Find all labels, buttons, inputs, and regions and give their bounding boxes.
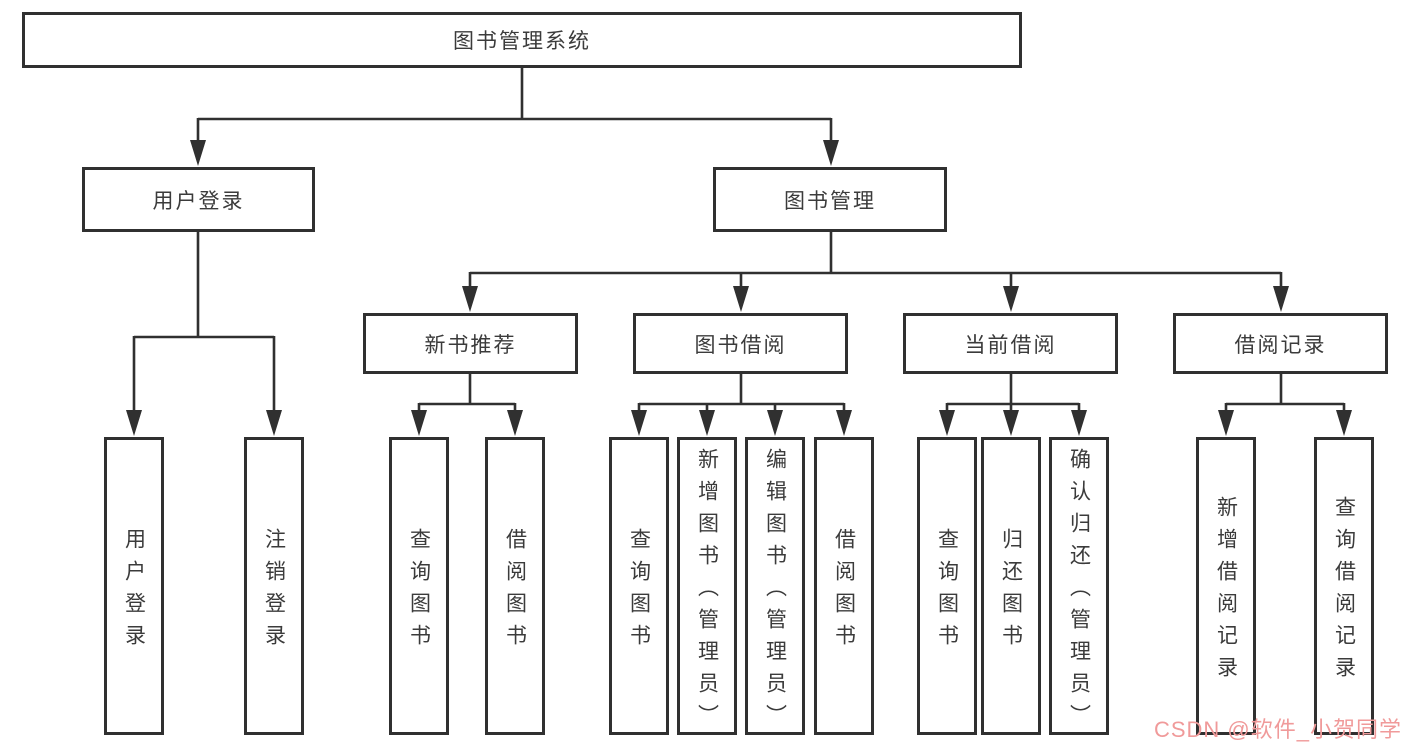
node-label: 图书管理 [784, 189, 876, 213]
leaf-add-book-admin: 新增图书（管理员） [677, 437, 737, 736]
leaf-confirm-return-admin: 确认归还（管理员） [1049, 437, 1109, 736]
leaf-label: 查询图书 [627, 527, 651, 656]
node-label: 用户登录 [152, 189, 245, 213]
node-label: 借阅记录 [1234, 333, 1327, 357]
leaf-query-books-current: 查询图书 [917, 437, 977, 735]
leaf-label: 借阅图书 [832, 527, 856, 656]
node-label: 图书管理系统 [453, 30, 591, 53]
node-book-management: 图书管理 [713, 167, 947, 232]
node-borrow-records: 借阅记录 [1173, 313, 1388, 374]
node-root-library-system: 图书管理系统 [22, 12, 1022, 68]
leaf-query-books-recommend: 查询图书 [389, 437, 449, 735]
leaf-label: 查询图书 [935, 527, 959, 656]
leaf-label: 查询图书 [407, 527, 431, 656]
leaf-label: 借阅图书 [503, 527, 527, 656]
watermark: CSDN @软件_小贺同学 [1153, 717, 1402, 742]
leaf-label: 用户登录 [122, 527, 146, 656]
leaf-edit-book-admin: 编辑图书（管理员） [745, 437, 805, 736]
node-user-login: 用户登录 [82, 167, 315, 232]
node-new-book-recommend: 新书推荐 [363, 313, 578, 374]
leaf-label: 编辑图书（管理员） [763, 447, 787, 736]
leaf-label: 确认归还（管理员） [1067, 447, 1091, 736]
node-label: 新书推荐 [424, 333, 517, 357]
leaf-label: 注销登录 [262, 527, 286, 656]
leaf-label: 新增图书（管理员） [695, 447, 719, 736]
leaf-label: 归还图书 [999, 527, 1023, 656]
leaf-user-login: 用户登录 [104, 437, 164, 735]
leaf-label: 新增借阅记录 [1214, 495, 1238, 688]
leaf-logout: 注销登录 [244, 437, 304, 735]
leaf-return-book: 归还图书 [981, 437, 1041, 735]
leaf-label: 查询借阅记录 [1332, 495, 1356, 688]
leaf-query-borrow-record: 查询借阅记录 [1314, 437, 1374, 735]
leaf-borrow-books: 借阅图书 [814, 437, 874, 735]
leaf-borrow-books-recommend: 借阅图书 [485, 437, 545, 735]
node-label: 当前借阅 [964, 333, 1057, 357]
node-current-borrow: 当前借阅 [903, 313, 1118, 374]
node-label: 图书借阅 [694, 333, 787, 357]
leaf-query-books-borrow: 查询图书 [609, 437, 669, 735]
node-book-borrow: 图书借阅 [633, 313, 848, 374]
leaf-add-borrow-record: 新增借阅记录 [1196, 437, 1256, 735]
